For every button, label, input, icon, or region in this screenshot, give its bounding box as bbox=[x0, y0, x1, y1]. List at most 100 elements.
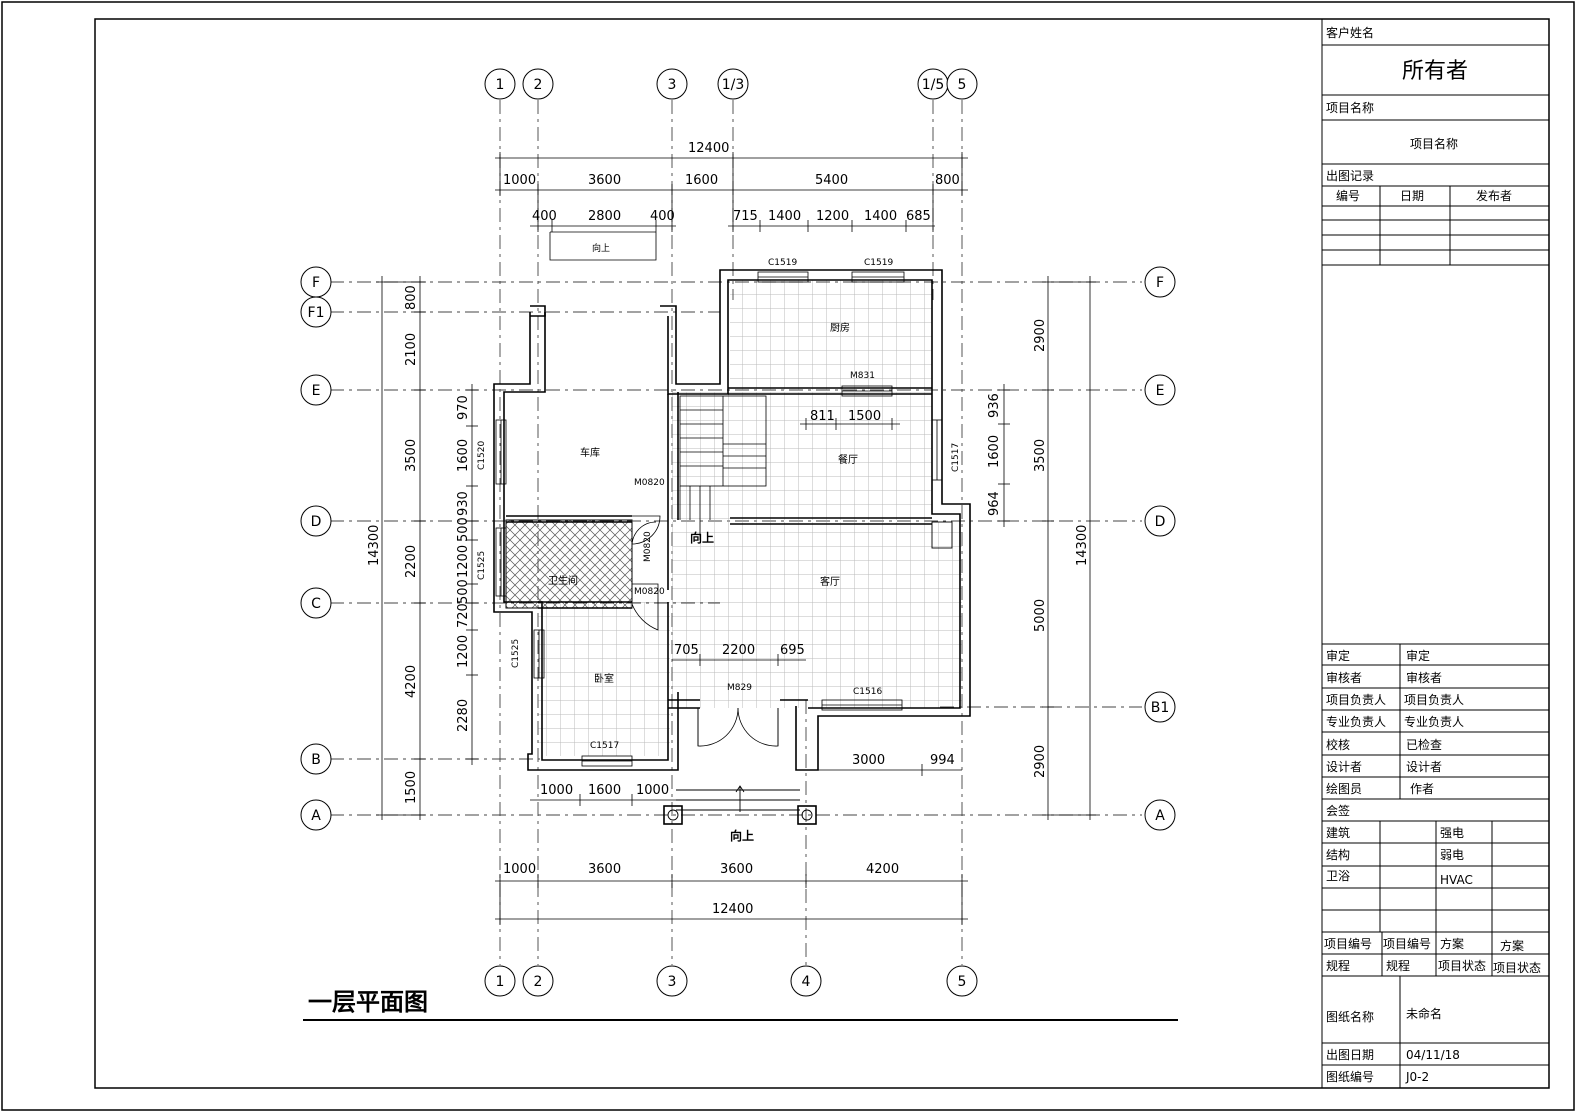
dim-right-inner-1: 936 bbox=[987, 393, 1002, 418]
dim-top-3: 1600 bbox=[685, 173, 718, 188]
windows bbox=[495, 271, 943, 767]
stair-up-label: 向上 bbox=[592, 242, 610, 254]
dim-left-r2-5: 1200 bbox=[456, 545, 471, 578]
tb-row-label-approve: 审定 bbox=[1326, 648, 1350, 663]
axis-top-5: 5 bbox=[958, 77, 967, 93]
tb-project-label: 项目名称 bbox=[1326, 100, 1374, 115]
tb-row-value-lead: 专业负责人 bbox=[1404, 714, 1464, 729]
bath-floor bbox=[505, 519, 633, 609]
bedroom-floor bbox=[538, 602, 670, 756]
tb-row-label-check: 校核 bbox=[1326, 737, 1350, 752]
dim-top-r2-4: 715 bbox=[733, 209, 758, 224]
tag-m831: M831 bbox=[850, 371, 875, 381]
dim-misc-3: 705 bbox=[674, 643, 699, 658]
axis-top-1: 1 bbox=[496, 77, 505, 93]
tb-countersign: 会签 bbox=[1326, 803, 1350, 818]
dim-misc-8: 1000 bbox=[540, 783, 573, 798]
dim-left-r2-6: 500 bbox=[456, 579, 471, 604]
axis-right-D: D bbox=[1155, 514, 1166, 530]
dim-right-4: 2900 bbox=[1033, 745, 1048, 778]
doors bbox=[631, 515, 779, 747]
tb-status-label: 项目状态 bbox=[1438, 959, 1486, 973]
dim-right-3: 5000 bbox=[1033, 599, 1048, 632]
tb-issue-col-publisher: 发布者 bbox=[1476, 188, 1512, 203]
dim-left-6: 1500 bbox=[404, 771, 419, 804]
axis-right-A: A bbox=[1155, 808, 1165, 824]
axis-bot-1: 1 bbox=[496, 974, 505, 990]
dim-top-5: 800 bbox=[935, 173, 960, 188]
axis-left-D: D bbox=[311, 514, 322, 530]
tb-row-value-approve: 审定 bbox=[1406, 648, 1430, 663]
tb-row-value-pm: 项目负责人 bbox=[1404, 693, 1464, 707]
tb-date-value: 04/11/18 bbox=[1406, 1048, 1460, 1062]
axis-left-B: B bbox=[311, 752, 321, 768]
dim-misc-1: 811 bbox=[810, 409, 835, 424]
tb-discipline-hvac: HVAC bbox=[1440, 873, 1473, 887]
dim-right-1: 2900 bbox=[1033, 319, 1048, 352]
axis-bot-2: 2 bbox=[534, 974, 543, 990]
dim-top-total: 12400 bbox=[688, 141, 729, 156]
dim-left-1: 800 bbox=[404, 285, 419, 310]
tb-project-value: 项目名称 bbox=[1410, 136, 1458, 151]
dim-bot-4: 4200 bbox=[866, 862, 899, 877]
tb-proj-no-value: 项目编号 bbox=[1383, 936, 1431, 951]
room-kitchen: 厨房 bbox=[830, 321, 850, 334]
tb-row-label-lead: 专业负责人 bbox=[1326, 714, 1386, 729]
floor-plan: 厨房 车库 餐厅 卫生间 客厅 卧室 向上 向上 向上 C1519 C1519 … bbox=[330, 100, 1142, 965]
tag-m0820c: M0820 bbox=[634, 587, 665, 597]
tb-row-label-review: 审核者 bbox=[1326, 670, 1362, 685]
drawing-title: 一层平面图 bbox=[308, 988, 428, 1016]
tb-row-label-pm: 项目负责人 bbox=[1326, 693, 1386, 707]
dim-top-r2-2: 2800 bbox=[588, 209, 621, 224]
axis-top-1-5: 1/5 bbox=[922, 77, 945, 93]
tb-issue-col-date: 日期 bbox=[1400, 189, 1424, 203]
tb-sheet-name-value: 未命名 bbox=[1406, 1006, 1442, 1021]
axis-bot-4: 4 bbox=[802, 974, 811, 990]
axis-top-3: 3 bbox=[668, 77, 677, 93]
axis-top-1-3: 1/3 bbox=[722, 77, 745, 93]
dim-misc-10: 1000 bbox=[636, 783, 669, 798]
stair bbox=[549, 231, 767, 540]
entry-steps bbox=[663, 521, 953, 825]
dim-top-r2-5: 1400 bbox=[768, 209, 801, 224]
dim-bot-3: 3600 bbox=[720, 862, 753, 877]
dim-left-3: 3500 bbox=[404, 439, 419, 472]
room-living: 客厅 bbox=[820, 575, 840, 588]
tb-sheet-no-label: 图纸编号 bbox=[1326, 1069, 1374, 1084]
dim-left-r2-3: 930 bbox=[456, 491, 471, 516]
tag-m0820a: M0820 bbox=[634, 478, 665, 488]
tag-c1517v: C1517 bbox=[951, 443, 961, 472]
tb-client-value: 所有者 bbox=[1402, 59, 1468, 84]
axis-right-F: F bbox=[1156, 275, 1164, 291]
dim-right-inner-2: 1600 bbox=[987, 435, 1002, 468]
dining-floor bbox=[672, 392, 932, 520]
dimensions: 12400 1000 3600 1600 5400 800 400 2800 4… bbox=[367, 141, 1096, 925]
dim-misc-7: 994 bbox=[930, 753, 955, 768]
kitchen-floor bbox=[730, 280, 932, 390]
tb-row-label-designer: 设计者 bbox=[1326, 760, 1362, 774]
tb-proj-no-label: 项目编号 bbox=[1324, 936, 1372, 951]
dim-left-r2-8: 1200 bbox=[456, 635, 471, 668]
up-label-2: 向上 bbox=[730, 828, 754, 843]
tb-sheet-name-label: 图纸名称 bbox=[1326, 1009, 1374, 1024]
tb-row-label-drafter: 绘图员 bbox=[1326, 781, 1362, 796]
tb-scheme-label: 方案 bbox=[1440, 936, 1464, 951]
dim-left-r2-7: 720 bbox=[456, 603, 471, 628]
room-bedroom: 卧室 bbox=[594, 672, 614, 685]
room-bath: 卫生间 bbox=[548, 574, 578, 587]
axis-left-F: F bbox=[312, 275, 320, 291]
dim-bot-2: 3600 bbox=[588, 862, 621, 877]
tb-date-label: 出图日期 bbox=[1326, 1048, 1374, 1062]
tb-discipline-arch: 建筑 bbox=[1326, 825, 1350, 840]
dim-right-2: 3500 bbox=[1033, 439, 1048, 472]
tb-sheet-no-value: J0-2 bbox=[1405, 1070, 1429, 1084]
dim-bot-1: 1000 bbox=[503, 862, 536, 877]
tag-c1525b: C1525 bbox=[511, 639, 521, 668]
dim-left-4: 2200 bbox=[404, 545, 419, 578]
tb-scheme-value: 方案 bbox=[1500, 938, 1524, 953]
tb-spec-label: 规程 bbox=[1326, 958, 1350, 973]
tb-client-label: 客户姓名 bbox=[1326, 25, 1374, 40]
axis-bot-5: 5 bbox=[958, 974, 967, 990]
dim-top-2: 3600 bbox=[588, 173, 621, 188]
